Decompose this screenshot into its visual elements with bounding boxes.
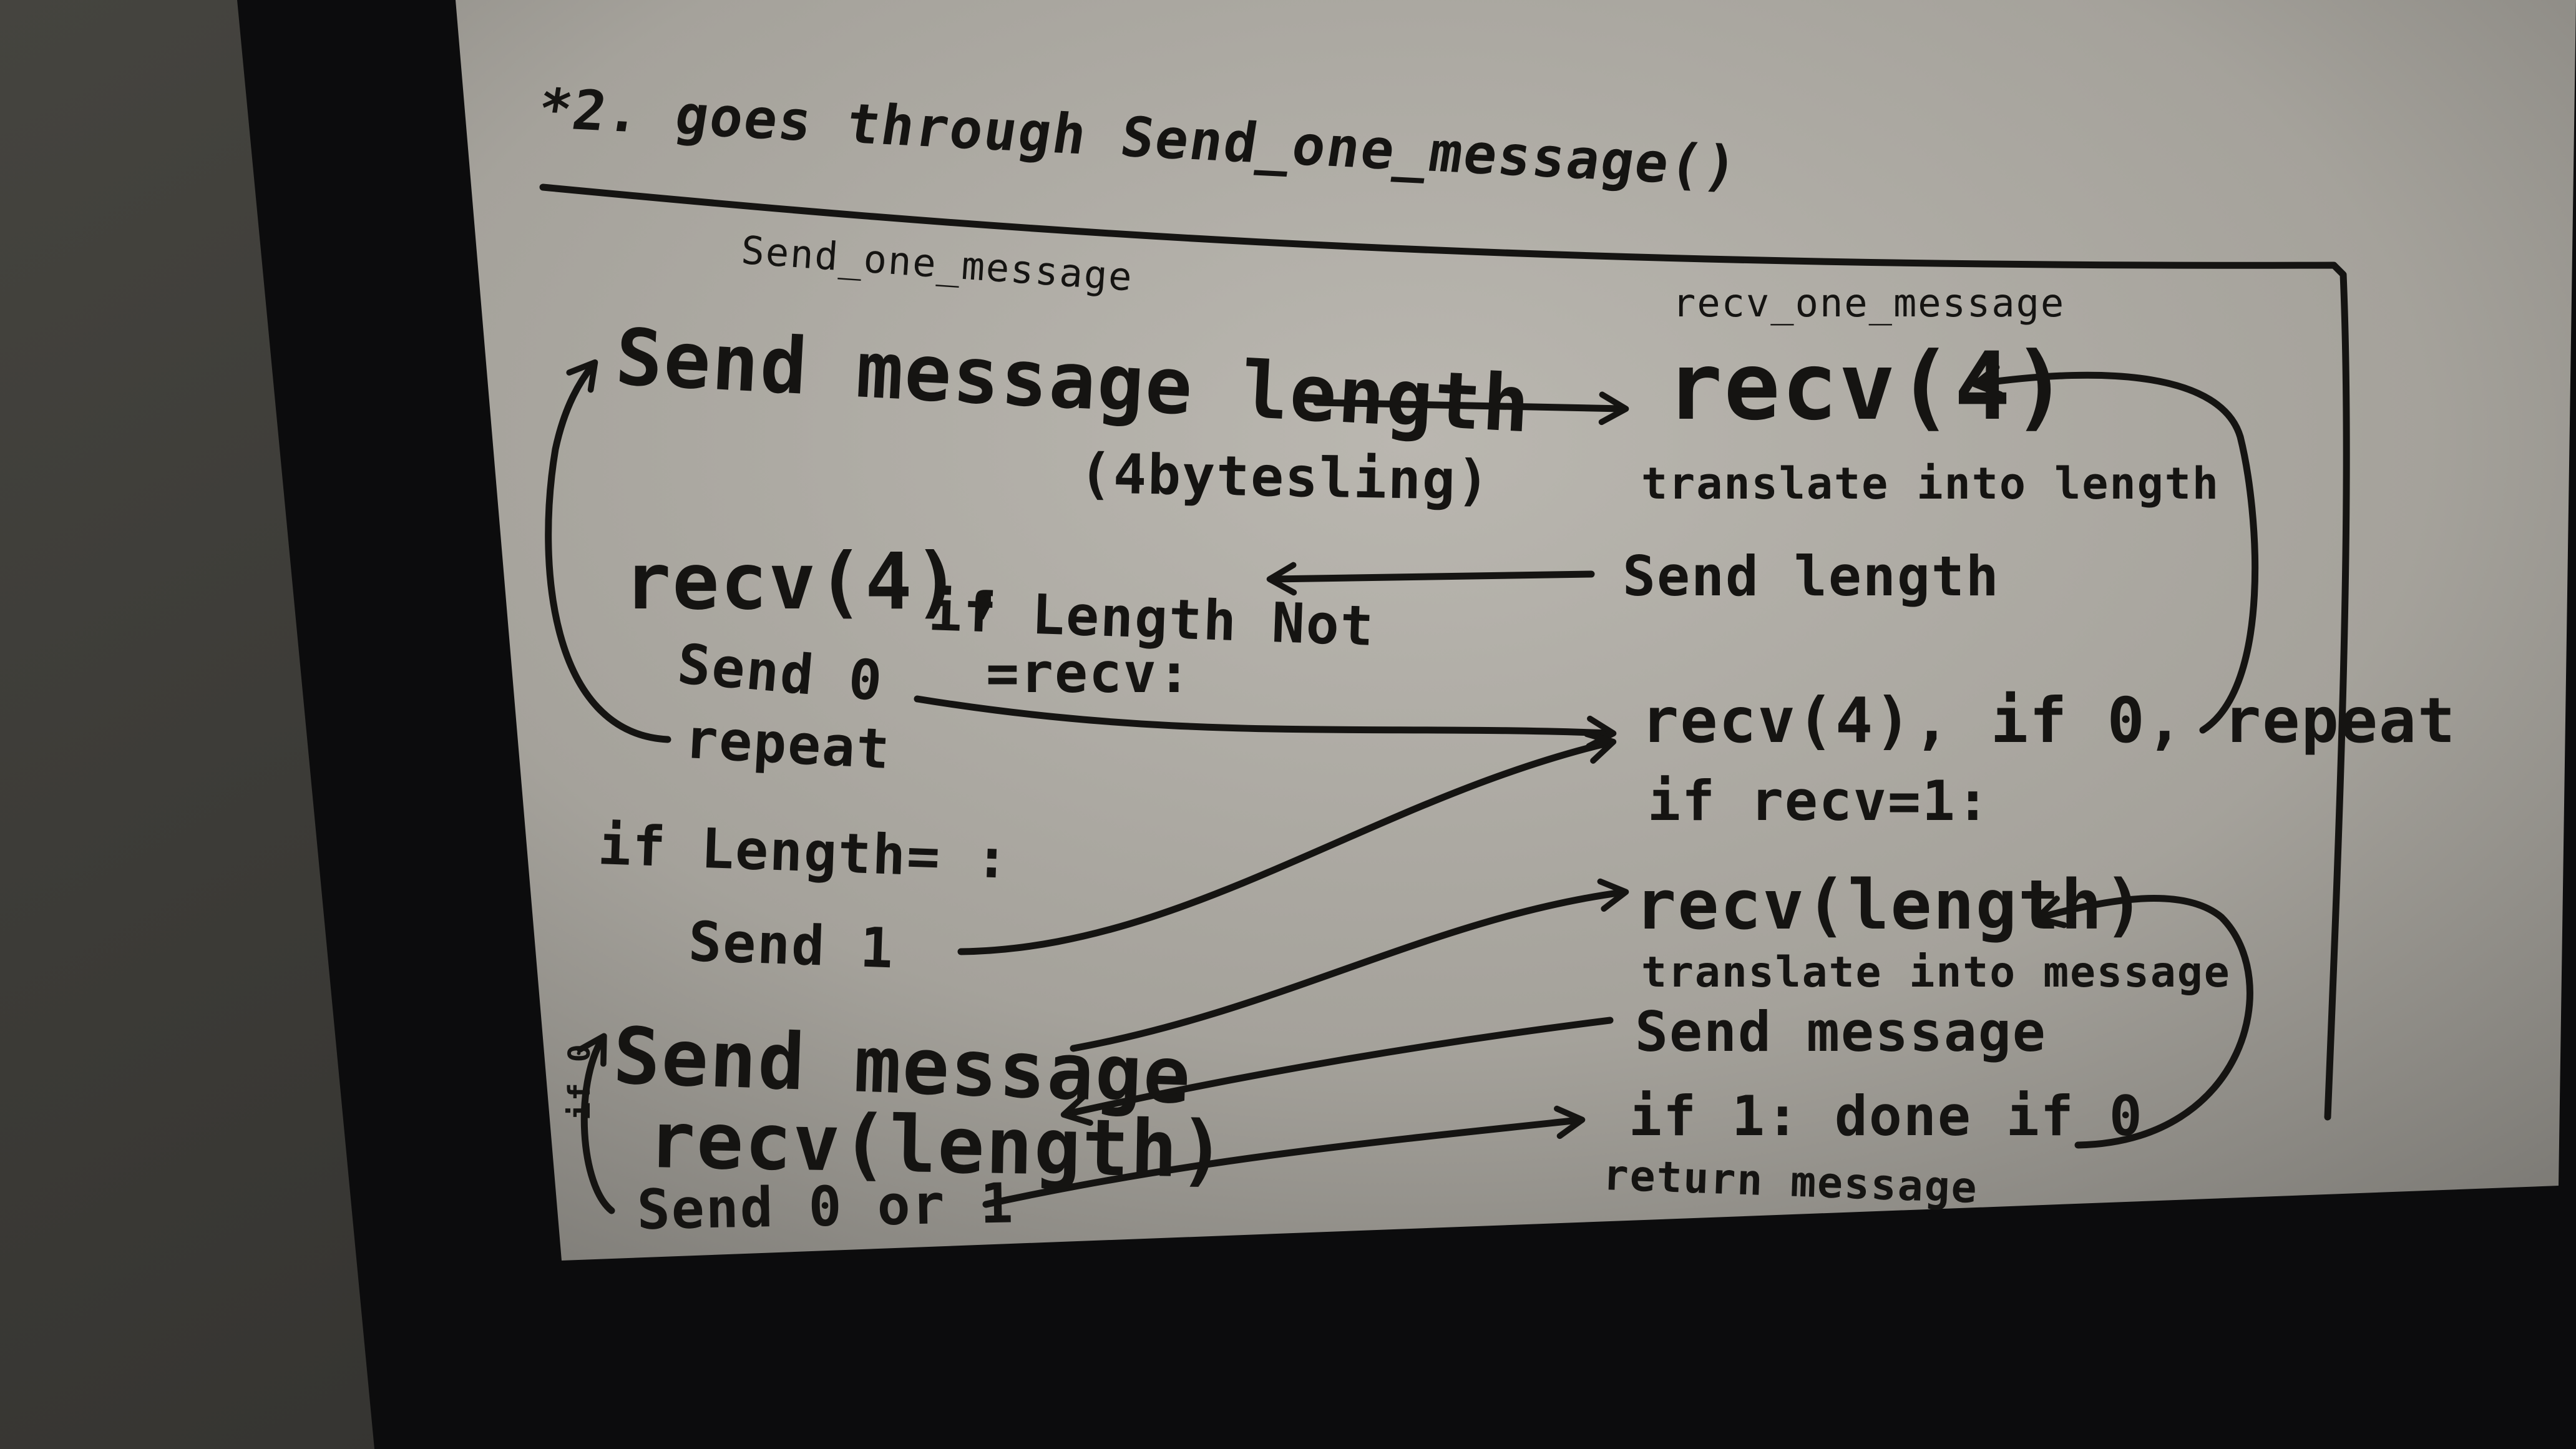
right-done: if 1: done if 0 [1629, 1084, 2144, 1148]
left-send1: Send 1 [687, 909, 895, 981]
arrow-right-repeat-loop [1971, 364, 2259, 734]
right-column-title: recv_one_message [1672, 280, 2066, 326]
arrow-send1-to-recv4 [957, 731, 1617, 955]
left-bytes-note: (4bytesling) [1078, 441, 1491, 513]
right-return-message: return message [1602, 1151, 1979, 1213]
right-send-length: Send length [1622, 544, 2000, 608]
left-if-length: if Length= : [597, 812, 1011, 891]
header-bracket-line [539, 183, 2350, 1121]
arrow-send0or1-to-done [982, 1105, 1586, 1208]
arrow-send-message-to-recv-length [1070, 878, 1629, 1052]
right-translate-message: translate into message [1641, 948, 2231, 997]
arrow-send-message-back [1060, 1017, 1614, 1126]
right-recv4-repeat: recv(4), if 0, repeat [1641, 684, 2457, 757]
right-if-recv-1: if recv=1: [1647, 769, 1991, 833]
arrow-send0-to-recv4 [914, 695, 1617, 749]
left-eq-recv: =recv: [986, 641, 1192, 705]
right-translate-length: translate into length [1641, 458, 2220, 509]
arrow-left-bottom-loop [577, 1033, 615, 1214]
arrow-right-bottom-loop [2034, 895, 2253, 1149]
right-recv4: recv(4) [1666, 333, 2070, 441]
board-surface [456, 0, 2576, 1261]
left-send-0-or-1: Send 0 or 1 [636, 1171, 1015, 1242]
right-recv-length: recv(length) [1635, 865, 2146, 945]
arrow-left-repeat-loop [545, 359, 671, 743]
arrow-send-length-back [1266, 562, 1595, 596]
arrow-length-to-recv4 [1313, 391, 1629, 426]
left-send0: Send 0 [675, 632, 886, 714]
left-loop-mark: if 0 [562, 1043, 597, 1120]
left-repeat: repeat [683, 706, 892, 782]
right-send-message: Send message [1635, 1000, 2047, 1064]
left-recv4: recv(4), [624, 537, 1010, 627]
